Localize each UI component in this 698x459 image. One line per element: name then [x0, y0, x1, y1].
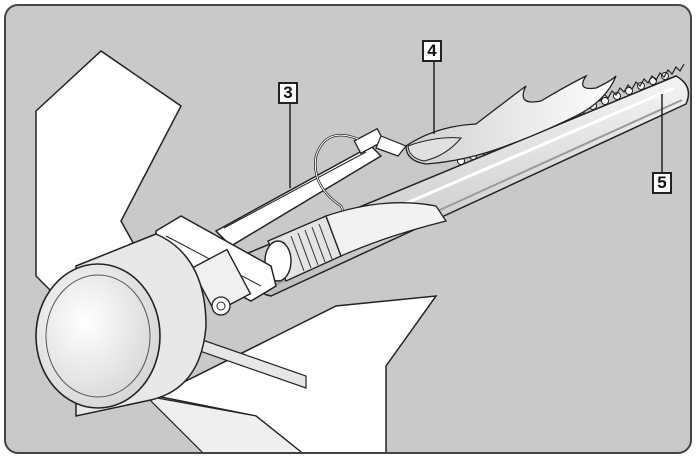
callout-4: 4 [422, 40, 442, 62]
pilot-head [353, 127, 385, 155]
valve-drum-face [35, 263, 161, 409]
valve-body [190, 248, 252, 314]
shutter-grille [290, 223, 333, 272]
pilot-tip [375, 135, 407, 157]
flame [405, 74, 617, 165]
callout-leaders [289, 62, 663, 188]
callout-3: 3 [278, 82, 298, 104]
diagram-frame: 3 4 5 [4, 4, 692, 454]
venturi [325, 202, 448, 257]
floor-panel [144, 395, 302, 452]
valve-fitting [211, 296, 231, 316]
burner-illustration [35, 50, 690, 452]
flame-core [407, 137, 463, 162]
callout-5: 5 [652, 172, 672, 194]
pilot-rod [223, 151, 367, 229]
